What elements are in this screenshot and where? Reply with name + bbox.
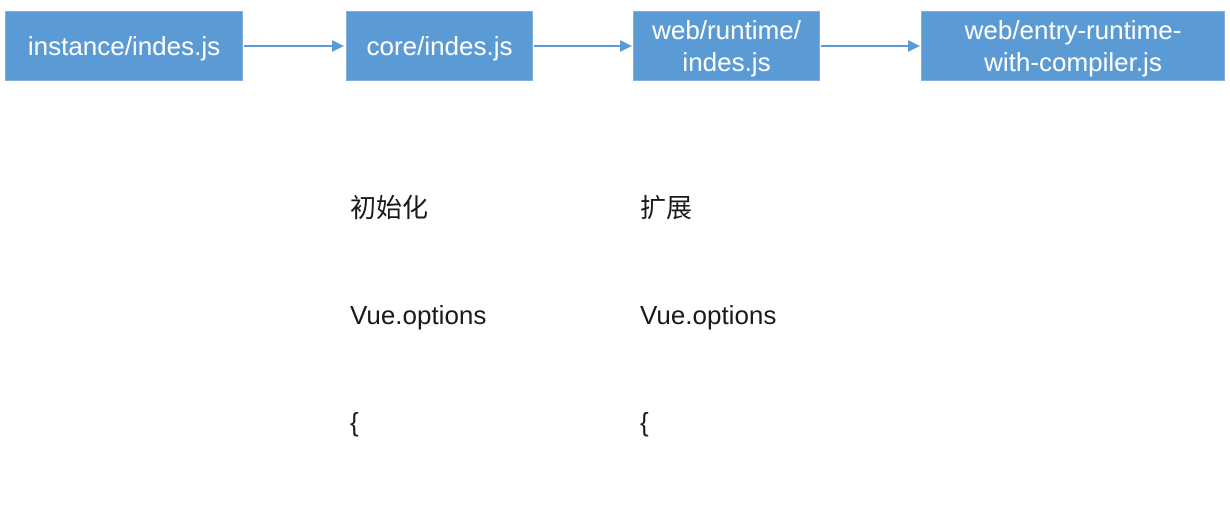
node-web-runtime-index: web/runtime/ indes.js xyxy=(633,11,820,81)
node-label: web/entry-runtime- with-compiler.js xyxy=(964,14,1182,77)
arrow-shaft xyxy=(821,45,911,47)
arrow-shaft xyxy=(244,45,335,47)
code-line: Vue.options xyxy=(350,299,487,330)
node-label: core/indes.js xyxy=(366,30,513,61)
arrow-head xyxy=(908,40,920,52)
node-entry-runtime-with-compiler: web/entry-runtime- with-compiler.js xyxy=(921,11,1225,81)
annotation-initialize: 初始化 Vue.options { 'components', 'directi… xyxy=(350,120,516,506)
annotation-extend: 扩展 Vue.options { 'components', 'directiv… xyxy=(640,120,806,506)
code-line: { xyxy=(640,406,649,437)
arrow-head xyxy=(332,40,344,52)
node-core-index: core/indes.js xyxy=(346,11,533,81)
node-instance-index: instance/indes.js xyxy=(5,11,243,81)
arrow-shaft xyxy=(534,45,623,47)
flow-arrow-icon xyxy=(244,40,344,52)
annotation-title: 扩展 xyxy=(640,193,693,224)
flow-arrow-icon xyxy=(821,40,920,52)
annotation-title: 初始化 xyxy=(350,193,429,224)
arrow-head xyxy=(620,40,632,52)
flow-arrow-icon xyxy=(534,40,632,52)
code-line: { xyxy=(350,406,359,437)
code-line: Vue.options xyxy=(640,299,777,330)
node-label: instance/indes.js xyxy=(27,30,221,61)
node-label: web/runtime/ indes.js xyxy=(652,14,801,77)
